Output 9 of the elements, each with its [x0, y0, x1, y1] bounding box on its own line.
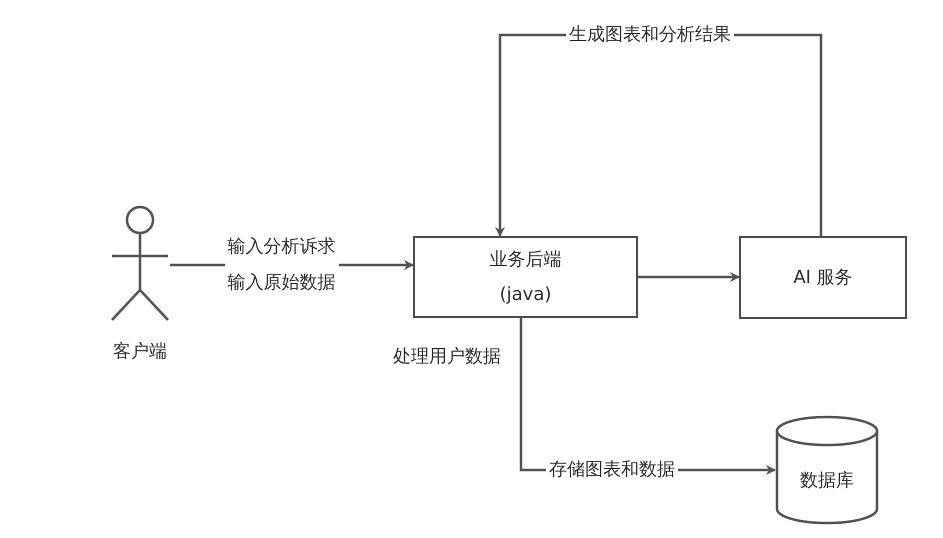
arrow [638, 272, 740, 282]
node-title: 数据库 [800, 468, 854, 492]
process-box [413, 236, 638, 318]
database-cylinder [775, 415, 879, 525]
person-figure [110, 205, 170, 322]
process-box [739, 236, 907, 319]
node-title: 业务后端 [490, 248, 562, 272]
node-subtitle: (java) [500, 283, 552, 307]
node-title: AI 服务 [793, 266, 853, 290]
